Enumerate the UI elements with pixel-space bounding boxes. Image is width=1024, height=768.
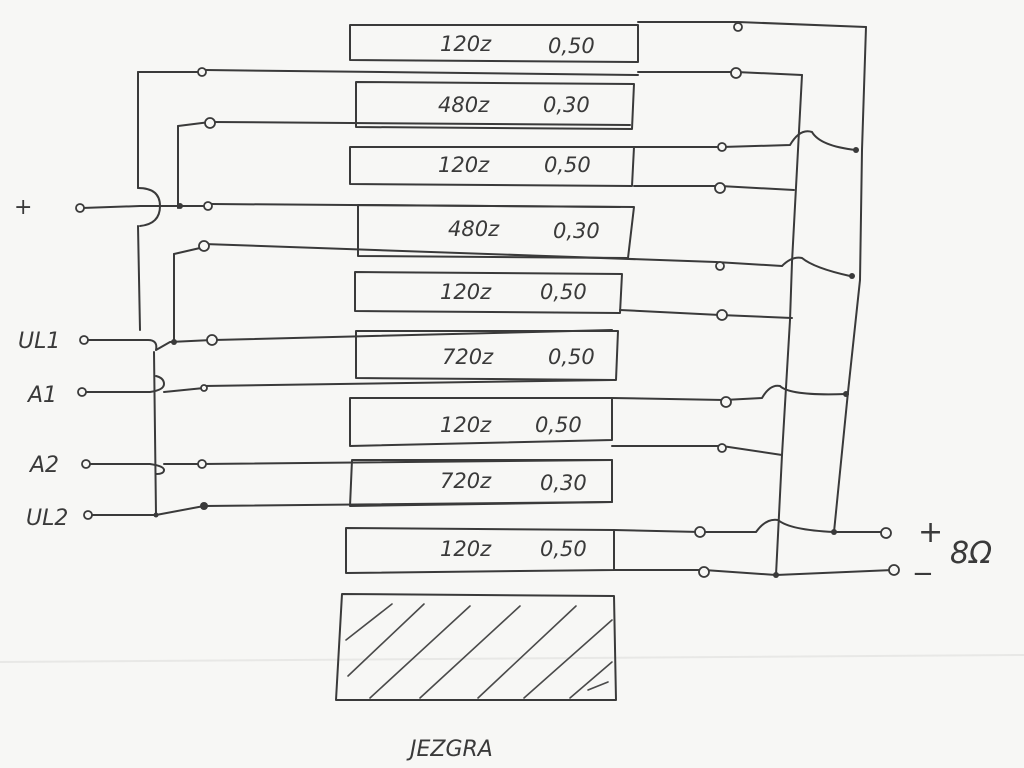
secondary-bus-inner xyxy=(775,74,803,576)
winding-3-turns: 120z xyxy=(438,153,490,177)
terminal-ul1-node xyxy=(79,335,89,345)
winding-box-6 xyxy=(355,330,619,381)
terminal-a1-label: A1 xyxy=(26,383,57,408)
terminal-ul1-label: UL1 xyxy=(18,329,60,354)
winding-5-wire: 0,50 xyxy=(540,280,587,304)
junction-dot xyxy=(171,339,177,345)
winding-7-wire: 0,50 xyxy=(535,413,582,437)
output-minus-node xyxy=(888,564,900,576)
terminal-plus-node xyxy=(75,203,85,213)
winding-box-5 xyxy=(354,271,623,314)
node xyxy=(717,443,727,453)
winding-5-turns: 120z xyxy=(440,280,492,304)
lead-a1 xyxy=(83,375,205,393)
output-plus-label: + xyxy=(918,515,943,550)
node xyxy=(197,459,207,469)
lead-a2 xyxy=(85,463,203,475)
winding-9-wire: 0,50 xyxy=(540,537,587,561)
winding-6-wire: 0,50 xyxy=(548,345,595,369)
junction-dot xyxy=(773,572,779,578)
winding-labels: 120z 0,50 480z 0,30 120z 0,50 480z 0,30 … xyxy=(438,32,600,561)
terminal-plus-label: + xyxy=(14,195,32,220)
winding-1-turns: 120z xyxy=(440,32,492,56)
junction-dot xyxy=(831,529,837,535)
node xyxy=(733,22,743,32)
node xyxy=(716,309,728,321)
node xyxy=(717,142,727,152)
winding-1-wire: 0,50 xyxy=(548,34,595,58)
lead-ul1 xyxy=(83,339,213,351)
junction-dot xyxy=(843,391,849,397)
node xyxy=(206,334,218,346)
winding-2-wire: 0,30 xyxy=(543,93,590,117)
junction-dot xyxy=(200,502,208,510)
junction-dot xyxy=(177,203,183,209)
winding-box-3 xyxy=(349,146,635,187)
junction-dot xyxy=(849,273,855,279)
node xyxy=(714,182,726,194)
node xyxy=(694,526,706,538)
winding-box-2 xyxy=(355,81,635,130)
terminal-a2-label: A2 xyxy=(28,453,59,478)
node xyxy=(198,240,210,252)
terminal-a2-node xyxy=(81,459,91,469)
lead-w1-top xyxy=(204,69,639,76)
winding-3-wire: 0,50 xyxy=(544,153,591,177)
output-impedance-label: 8Ω xyxy=(950,536,992,571)
input-terminals: + UL1 A1 A2 UL2 xyxy=(14,195,93,531)
winding-8-wire: 0,30 xyxy=(540,471,587,495)
core: JEZGRA xyxy=(335,593,617,762)
core-hatching xyxy=(345,603,613,699)
winding-4-wire: 0,30 xyxy=(553,219,600,243)
junction-dot xyxy=(153,512,159,518)
node xyxy=(720,396,732,408)
lead-plus xyxy=(81,205,206,209)
node xyxy=(698,566,710,578)
paper-crease xyxy=(0,654,1024,663)
winding-box-1 xyxy=(349,24,639,63)
winding-boxes xyxy=(345,24,639,574)
terminal-a1-node xyxy=(77,387,87,397)
winding-9-turns: 120z xyxy=(440,537,492,561)
terminal-ul2-label: UL2 xyxy=(26,506,68,531)
junction-dot xyxy=(853,147,859,153)
output-terminals: + − 8Ω xyxy=(880,515,992,589)
output-plus-node xyxy=(880,527,892,539)
output-minus-label: − xyxy=(912,559,934,589)
core-outline xyxy=(335,593,617,701)
node xyxy=(730,67,742,79)
node xyxy=(203,201,213,211)
secondary-bus-outer xyxy=(833,26,867,533)
core-label: JEZGRA xyxy=(406,737,493,762)
terminal-ul2-node xyxy=(83,510,93,520)
node xyxy=(715,261,725,271)
primary-bus xyxy=(137,71,157,516)
primary-wiring xyxy=(81,67,717,518)
lead-ul2 xyxy=(87,505,205,516)
winding-6-turns: 720z xyxy=(442,345,494,369)
node xyxy=(197,67,207,77)
secondary-wiring xyxy=(611,21,893,578)
winding-4-turns: 480z xyxy=(448,217,500,241)
node xyxy=(200,384,208,392)
winding-2-turns: 480z xyxy=(438,93,490,117)
winding-7-turns: 120z xyxy=(440,413,492,437)
winding-box-7 xyxy=(349,397,613,447)
winding-8-turns: 720z xyxy=(440,469,492,493)
node xyxy=(204,117,216,129)
